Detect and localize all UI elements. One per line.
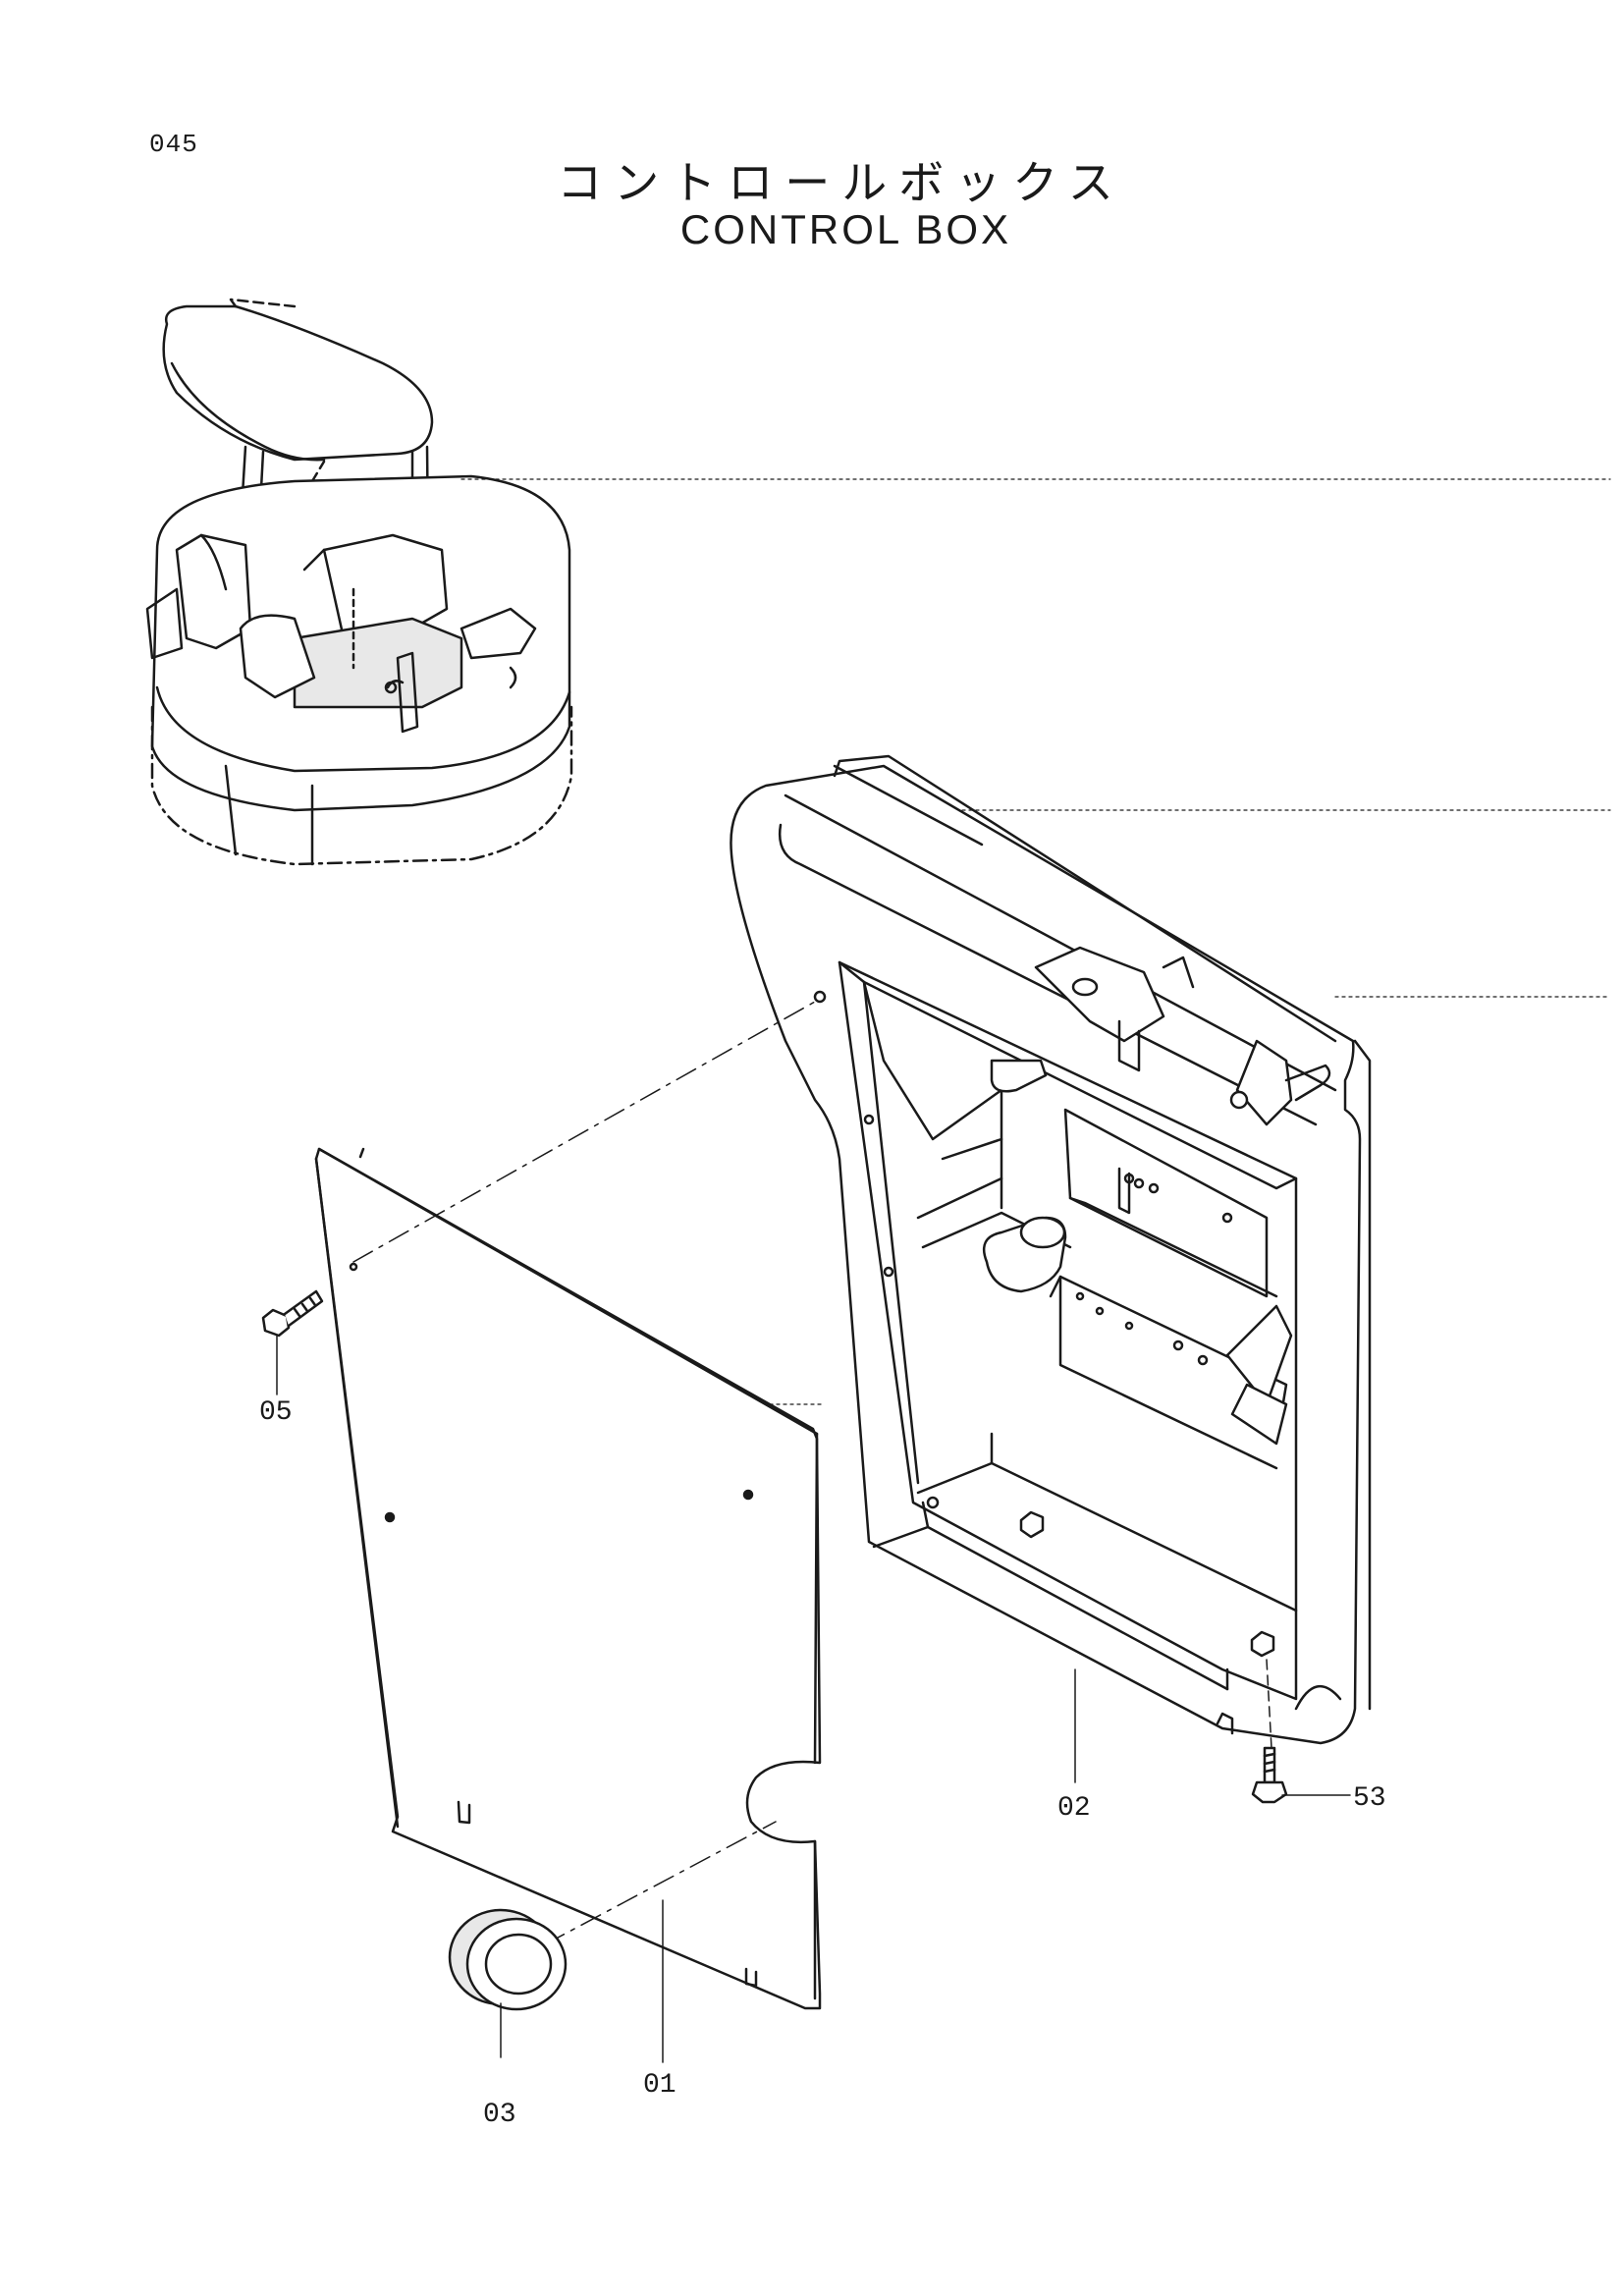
bolt-53 xyxy=(1251,1746,1351,1804)
title-english: CONTROL BOX xyxy=(679,206,1012,252)
cover-plate-01 xyxy=(314,1147,822,2010)
bolt-05 xyxy=(261,1289,324,1395)
grommet-03 xyxy=(448,1908,568,2058)
callout-01: 01 xyxy=(643,2070,676,2101)
title-japanese: コントロールボックス xyxy=(557,156,1125,209)
callout-03: 03 xyxy=(483,2100,516,2130)
machine-overview-illustration xyxy=(145,298,1611,866)
callout-05: 05 xyxy=(259,1397,293,1428)
callout-02: 02 xyxy=(1057,1793,1091,1824)
page-number: 045 xyxy=(149,130,198,159)
control-box-frame-02 xyxy=(730,754,1372,1745)
callout-53: 53 xyxy=(1353,1783,1386,1814)
